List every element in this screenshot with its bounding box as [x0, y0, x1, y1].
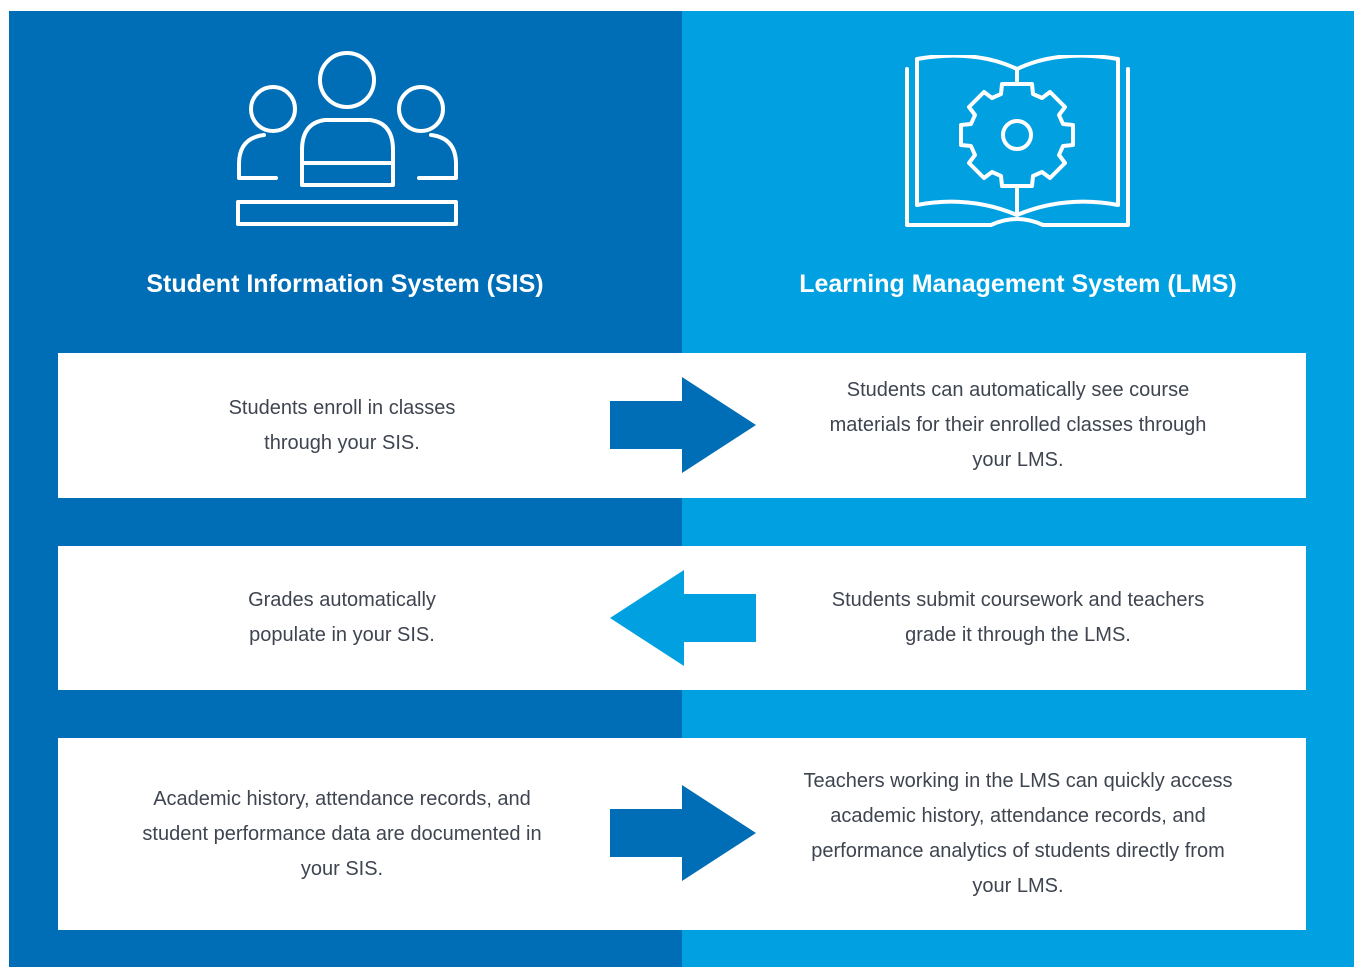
- lms-step-text: Students can automatically see course ma…: [829, 379, 1207, 471]
- lms-step-text: Students submit coursework and teachers …: [831, 589, 1205, 646]
- sis-heading: Student Information System (SIS): [146, 270, 544, 298]
- sis-step-text: Students enroll in classes through your …: [228, 396, 456, 454]
- lms-step: Students can automatically see course ma…: [768, 353, 1268, 498]
- lms-heading: Learning Management System (LMS): [799, 270, 1237, 298]
- arrow-right-icon: [610, 377, 756, 473]
- arrow-right-icon: [610, 785, 756, 881]
- sis-step-text: Grades automatically populate in your SI…: [248, 589, 436, 646]
- sis-step-text: Academic history, attendance records, an…: [142, 787, 542, 880]
- lms-step-text: Teachers working in the LMS can quickly …: [803, 770, 1233, 897]
- sis-step: Academic history, attendance records, an…: [58, 738, 626, 930]
- lms-step: Students submit coursework and teachers …: [768, 546, 1268, 690]
- flow-row: Students enroll in classes through your …: [58, 353, 1306, 498]
- book-gear-icon: [905, 55, 1130, 227]
- flow-row: Academic history, attendance records, an…: [58, 738, 1306, 930]
- sis-step: Students enroll in classes through your …: [58, 353, 626, 498]
- sis-step: Grades automatically populate in your SI…: [58, 546, 626, 690]
- classroom-students-icon: [236, 51, 458, 226]
- arrow-left-icon: [610, 570, 756, 666]
- flow-row: Grades automatically populate in your SI…: [58, 546, 1306, 690]
- lms-step: Teachers working in the LMS can quickly …: [768, 738, 1268, 930]
